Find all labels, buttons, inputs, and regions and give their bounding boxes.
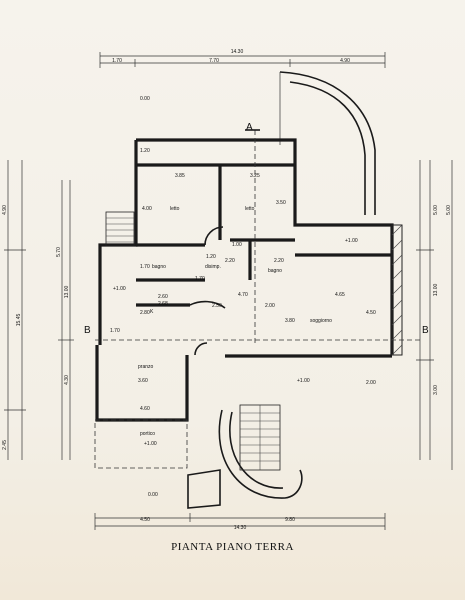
section-lines <box>95 129 420 345</box>
section-mark-a: A <box>246 122 253 133</box>
level-portico: +1.00 <box>144 441 157 447</box>
room-dim-5: 3.50 <box>276 200 286 206</box>
room-dim-10: 2.20 <box>274 258 284 264</box>
dim-left-b: 4.30 <box>64 375 70 385</box>
left-dimension-lines <box>4 160 74 460</box>
level-center: +1.00 <box>297 378 310 384</box>
room-bagno-2: bagno <box>268 268 282 274</box>
dim-left-mid: 13.00 <box>64 286 70 299</box>
room-dim-18: 2.80 <box>140 310 150 316</box>
main-stair <box>239 404 281 471</box>
room-dim-2: 3.85 <box>175 173 185 179</box>
room-dim-23: 4.60 <box>140 406 150 412</box>
room-disimp: disimp. <box>205 264 221 270</box>
curved-terrace-top <box>279 71 376 215</box>
room-dim-3: 3.25 <box>250 173 260 179</box>
room-dim-22: 3.60 <box>138 378 148 384</box>
room-dim-7: 1.20 <box>206 254 216 260</box>
level-bottom-left: 0.00 <box>148 492 158 498</box>
room-soggiorno: soggiorno <box>310 318 332 324</box>
room-dim-1: 1.20 <box>140 148 150 154</box>
room-pranzo: pranzo <box>138 364 154 370</box>
right-dimension-lines <box>416 160 453 470</box>
dim-left-outer-3: 2.45 <box>2 440 8 450</box>
portico-outline <box>94 419 188 469</box>
room-dim-11: 1.70 <box>195 276 205 282</box>
small-stair-left <box>105 211 135 247</box>
dim-top-seg3: 4.90 <box>340 58 350 64</box>
dim-top-total: 14.30 <box>231 49 244 55</box>
curved-stair-bottom <box>187 409 303 509</box>
drawing-title: PIANTA PIANO TERRA <box>171 541 294 553</box>
room-dim-13: 2.50 <box>212 303 222 309</box>
room-dim-21: 1.70 <box>110 328 120 334</box>
room-k: K <box>150 309 154 315</box>
level-left-room: +1.00 <box>113 286 126 292</box>
section-mark-b-right: B <box>422 325 429 336</box>
bottom-dimension-lines <box>94 513 386 530</box>
dim-top-seg1: 1.70 <box>112 58 122 64</box>
dim-top-seg2: 7.70 <box>209 58 219 64</box>
level-top-left: 0.00 <box>140 96 150 102</box>
dim-left-a: 5.70 <box>56 247 62 257</box>
dim-bottom-total: 14.30 <box>234 525 247 531</box>
room-dim-8: 2.20 <box>225 258 235 264</box>
dim-right-2: 13.00 <box>433 284 439 297</box>
room-dim-24: 2.00 <box>366 380 376 386</box>
room-dim-6: 1.00 <box>232 242 242 248</box>
room-dim-9: 1.70 <box>140 264 150 270</box>
section-mark-b-left: B <box>84 325 91 336</box>
room-letto-1: letto <box>170 206 180 212</box>
level-bagno-right: +1.00 <box>345 238 358 244</box>
door-swings <box>189 226 226 356</box>
room-dim-14: 2.00 <box>265 303 275 309</box>
dim-right-3: 5.00 <box>446 205 452 215</box>
dim-right-4: 3.00 <box>433 385 439 395</box>
room-dim-4: 4.00 <box>142 206 152 212</box>
top-dimension-lines <box>99 52 386 68</box>
room-dim-16: 4.70 <box>238 292 248 298</box>
dim-right-1: 5.00 <box>433 205 439 215</box>
room-bagno-1: bagno <box>152 264 166 270</box>
room-dim-15: 2.60 <box>158 294 168 300</box>
room-portico: portico <box>140 431 155 437</box>
room-letto-2: letto <box>245 206 255 212</box>
room-dim-17: 4.65 <box>335 292 345 298</box>
room-dim-12: 2.68 <box>158 301 168 307</box>
dim-left-outer-1: 4.90 <box>2 205 8 215</box>
dim-bottom-seg1: 4.50 <box>140 517 150 523</box>
dim-bottom-seg2: 9.80 <box>285 517 295 523</box>
room-dim-19: 3.80 <box>285 318 295 324</box>
dim-left-outer-2: 15.45 <box>16 314 22 327</box>
room-dim-20: 4.50 <box>366 310 376 316</box>
retaining-wall-hatch <box>391 224 403 356</box>
